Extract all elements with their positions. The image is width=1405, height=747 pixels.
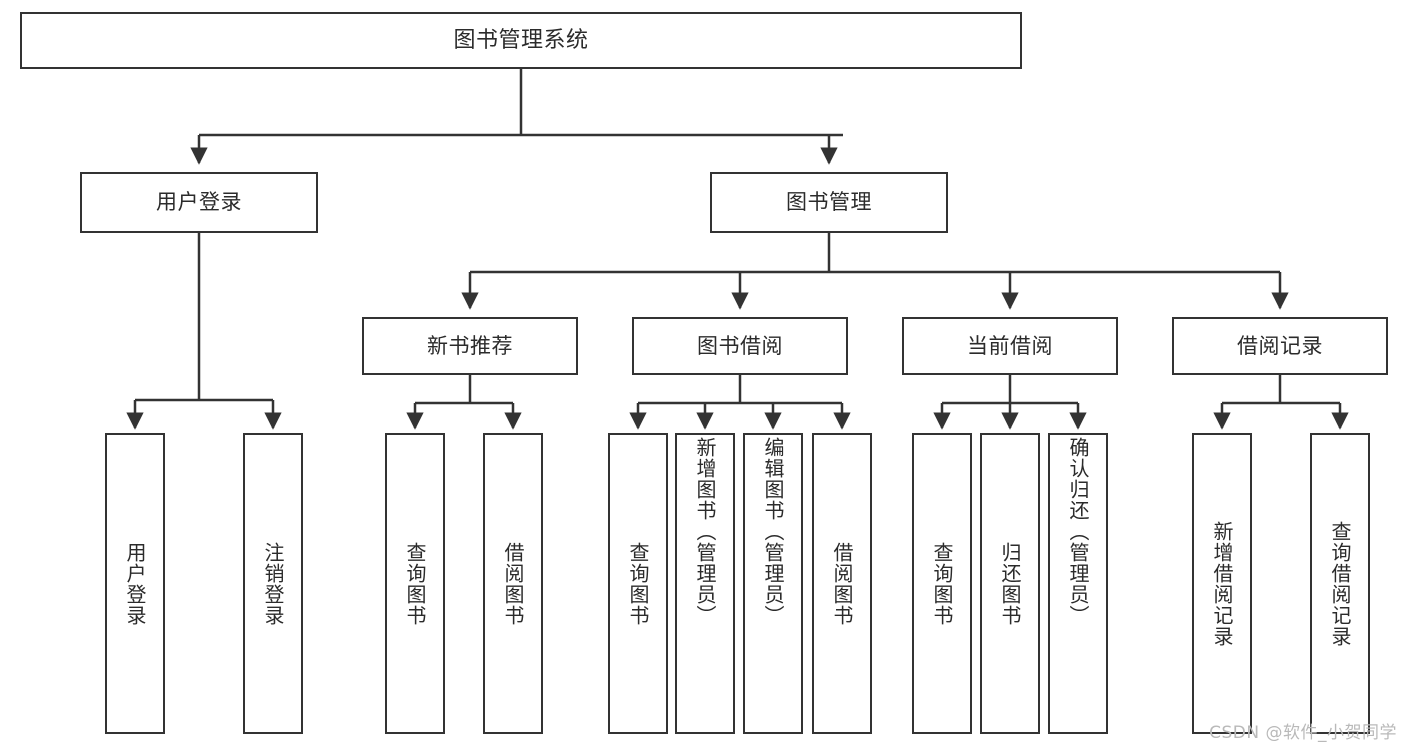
node-label: 图书管理系统 bbox=[453, 27, 589, 53]
leaf-borrow-query-book[interactable]: 查询图书 bbox=[608, 433, 668, 734]
leaf-record-query-record[interactable]: 查询借阅记录 bbox=[1310, 433, 1370, 734]
leaf-label: 新增借阅记录 bbox=[1210, 520, 1234, 647]
node-label: 用户登录 bbox=[156, 190, 242, 215]
leaf-user-login[interactable]: 用户登录 bbox=[105, 433, 165, 734]
node-root-system[interactable]: 图书管理系统 bbox=[20, 12, 1022, 69]
leaf-label: 确认归还（管理员） bbox=[1066, 437, 1090, 626]
leaf-borrow-add-book-admin[interactable]: 新增图书（管理员） bbox=[675, 433, 735, 734]
node-book-management[interactable]: 图书管理 bbox=[710, 172, 948, 233]
leaf-label: 查询图书 bbox=[626, 541, 650, 626]
node-book-borrow[interactable]: 图书借阅 bbox=[632, 317, 848, 375]
node-label: 新书推荐 bbox=[427, 333, 513, 358]
leaf-label: 借阅图书 bbox=[501, 541, 525, 626]
node-current-borrow[interactable]: 当前借阅 bbox=[902, 317, 1118, 375]
leaf-label: 借阅图书 bbox=[830, 541, 854, 626]
leaf-borrow-borrow-book[interactable]: 借阅图书 bbox=[812, 433, 872, 734]
leaf-current-return-book[interactable]: 归还图书 bbox=[980, 433, 1040, 734]
leaf-current-confirm-return-admin[interactable]: 确认归还（管理员） bbox=[1048, 433, 1108, 734]
node-label: 图书借阅 bbox=[697, 333, 783, 358]
node-borrow-record[interactable]: 借阅记录 bbox=[1172, 317, 1388, 375]
leaf-record-add-record[interactable]: 新增借阅记录 bbox=[1192, 433, 1252, 734]
leaf-recommend-borrow-book[interactable]: 借阅图书 bbox=[483, 433, 543, 734]
leaf-label: 查询图书 bbox=[930, 541, 954, 626]
leaf-label: 注销登录 bbox=[261, 541, 285, 626]
leaf-recommend-query-book[interactable]: 查询图书 bbox=[385, 433, 445, 734]
leaf-label: 查询图书 bbox=[403, 541, 427, 626]
node-label: 当前借阅 bbox=[967, 333, 1053, 358]
leaf-user-logout[interactable]: 注销登录 bbox=[243, 433, 303, 734]
node-label: 图书管理 bbox=[786, 190, 872, 215]
leaf-label: 用户登录 bbox=[123, 541, 147, 626]
node-label: 借阅记录 bbox=[1237, 333, 1323, 358]
leaf-label: 归还图书 bbox=[998, 541, 1022, 626]
leaf-current-query-book[interactable]: 查询图书 bbox=[912, 433, 972, 734]
leaf-label: 查询借阅记录 bbox=[1328, 520, 1352, 647]
node-user-login[interactable]: 用户登录 bbox=[80, 172, 318, 233]
node-new-book-recommend[interactable]: 新书推荐 bbox=[362, 317, 578, 375]
watermark: CSDN @软件_小贺同学 bbox=[1209, 723, 1397, 743]
leaf-label: 编辑图书（管理员） bbox=[761, 437, 785, 626]
leaf-label: 新增图书（管理员） bbox=[693, 437, 717, 626]
leaf-borrow-edit-book-admin[interactable]: 编辑图书（管理员） bbox=[743, 433, 803, 734]
